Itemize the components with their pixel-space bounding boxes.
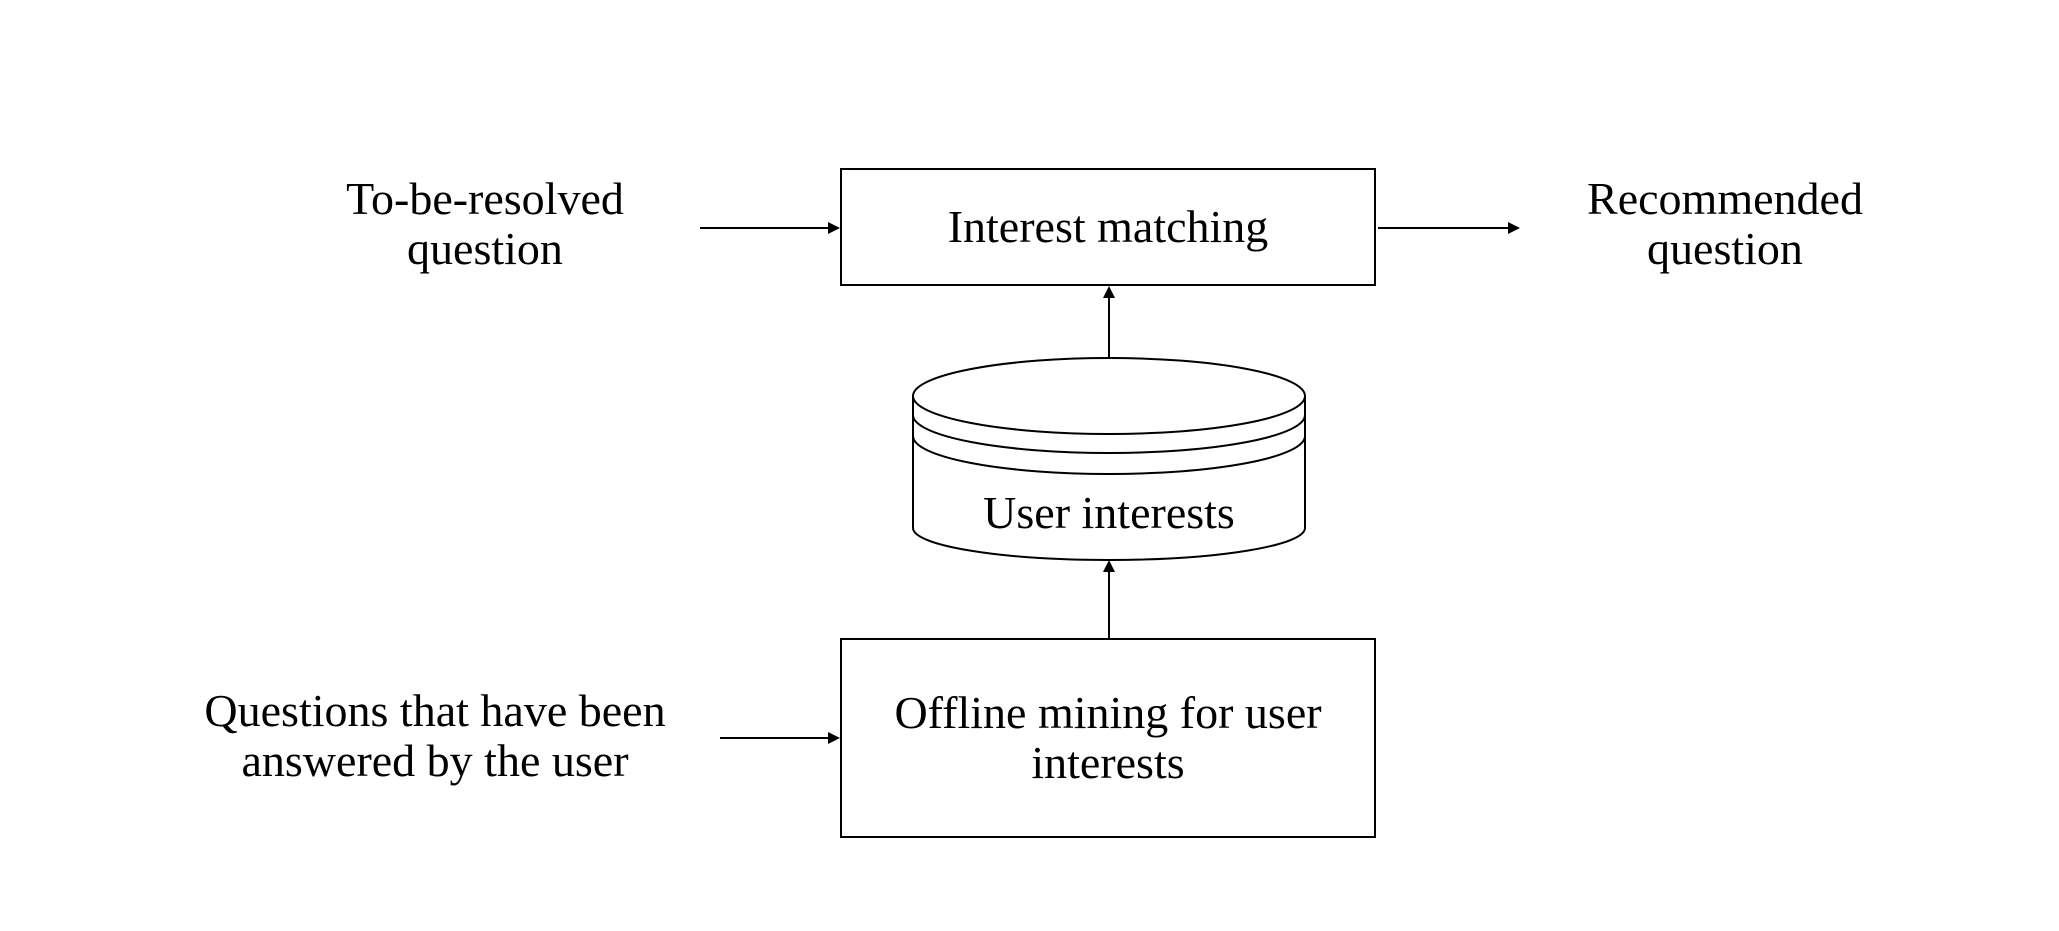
offline-mining-text: Offline mining for user interests (894, 688, 1321, 788)
interest-matching-box: Interest matching (840, 168, 1376, 286)
answered-questions-line-2: answered by the user (241, 735, 629, 786)
recommended-question-label: Recommended question (1540, 174, 1910, 274)
to-be-resolved-line-2: question (407, 223, 563, 274)
recommended-line-2: question (1647, 223, 1803, 274)
database-ring-2 (912, 435, 1306, 475)
offline-mining-box: Offline mining for user interests (840, 638, 1376, 838)
database-ring-1 (912, 414, 1306, 454)
answered-questions-line-1: Questions that have been (204, 685, 666, 736)
recommended-line-1: Recommended (1587, 173, 1863, 224)
answered-questions-label: Questions that have been answered by the… (170, 686, 700, 786)
offline-mining-line-1: Offline mining for user (894, 687, 1322, 738)
interest-matching-label: Interest matching (947, 201, 1269, 252)
database-top (912, 357, 1306, 435)
database-icon (912, 357, 1306, 561)
to-be-resolved-question-label: To-be-resolved question (300, 174, 670, 274)
offline-mining-line-2: interests (1031, 737, 1185, 788)
user-interests-label: User interests (983, 487, 1235, 538)
to-be-resolved-line-1: To-be-resolved (346, 173, 624, 224)
database-body (912, 396, 1306, 561)
